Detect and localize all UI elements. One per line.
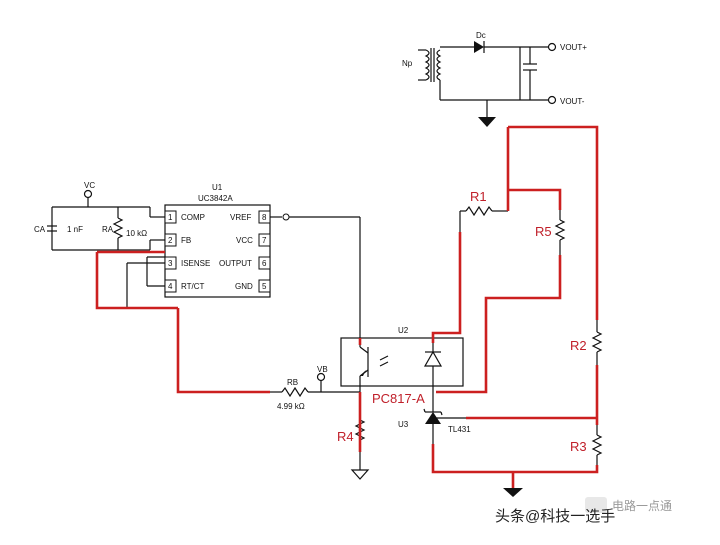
phototransistor — [359, 338, 389, 392]
chip-pin-boxes — [164, 210, 271, 293]
u1-label: U1 — [212, 183, 223, 192]
r3-label: R3 — [570, 439, 587, 454]
pin8-number: 8 — [262, 213, 267, 222]
np-label: Np — [402, 59, 413, 68]
vref-pin-label: VREF — [230, 213, 251, 222]
tl431 — [423, 378, 466, 444]
vout-pos-label: VOUT+ — [560, 43, 587, 52]
dc-label: Dc — [476, 31, 486, 40]
ra-label: RA — [102, 225, 114, 234]
r5-label: R5 — [535, 224, 552, 239]
watermark: 电路一点通 头条@科技一选手 — [495, 497, 672, 525]
r1-label: R1 — [470, 189, 487, 204]
left-wiring — [126, 256, 165, 308]
vb-terminal — [316, 372, 326, 382]
watermark-right-text: 电路一点通 — [612, 498, 672, 513]
vout-neg-terminal — [547, 95, 557, 105]
r5-resistor — [554, 210, 566, 255]
vcc-pin-label: VCC — [236, 236, 253, 245]
r3-resistor — [591, 425, 603, 465]
vout-pos-terminal — [547, 42, 557, 52]
r2-label: R2 — [570, 338, 587, 353]
pin1-number: 1 — [168, 213, 173, 222]
ca-label: CA — [34, 225, 46, 234]
isense-pin-label: ISENSE — [181, 259, 210, 268]
vref-wire — [270, 213, 361, 345]
ic-name-label: UC3842A — [198, 194, 233, 203]
tl431-label: TL431 — [448, 425, 471, 434]
pc817-optocoupler — [340, 337, 464, 387]
highlighted-feedback-paths — [95, 125, 599, 488]
gnd-pin-label: GND — [235, 282, 253, 291]
comp-pin-label: COMP — [181, 213, 205, 222]
vc-label: VC — [84, 181, 95, 190]
pin3-number: 3 — [168, 259, 173, 268]
c1nf-label: 1 nF — [67, 225, 83, 234]
fb-pin-label: FB — [181, 236, 191, 245]
output-pin-label: OUTPUT — [219, 259, 252, 268]
pin6-number: 6 — [262, 259, 267, 268]
output-capacitor — [439, 47, 548, 127]
pin2-number: 2 — [168, 236, 173, 245]
compensation-network — [47, 198, 165, 251]
r1-resistor — [459, 205, 508, 232]
output-diode — [440, 41, 548, 53]
r10k-label: 10 kΩ — [126, 229, 147, 238]
opto-led — [423, 343, 443, 378]
watermark-left-text: 头条@科技一选手 — [495, 508, 615, 525]
r4-label: R4 — [337, 429, 354, 444]
vout-neg-label: VOUT- — [560, 97, 585, 106]
rb-resistor — [270, 380, 360, 398]
vb-label: VB — [317, 365, 328, 374]
rb-label: RB — [287, 378, 298, 387]
vc-terminal — [83, 189, 93, 199]
ground-symbol — [503, 488, 523, 497]
pc817-label: PC817-A — [372, 391, 425, 406]
u3-label: U3 — [398, 420, 409, 429]
pin4-number: 4 — [168, 282, 173, 291]
rtct-pin-label: RT/CT — [181, 282, 205, 291]
pin5-number: 5 — [262, 282, 267, 291]
r2-resistor — [591, 320, 603, 365]
wechat-logo-icon — [585, 497, 607, 513]
pin7-number: 7 — [262, 236, 267, 245]
transformer — [418, 48, 442, 82]
r499-label: 4.99 kΩ — [277, 402, 305, 411]
u2-label: U2 — [398, 326, 409, 335]
